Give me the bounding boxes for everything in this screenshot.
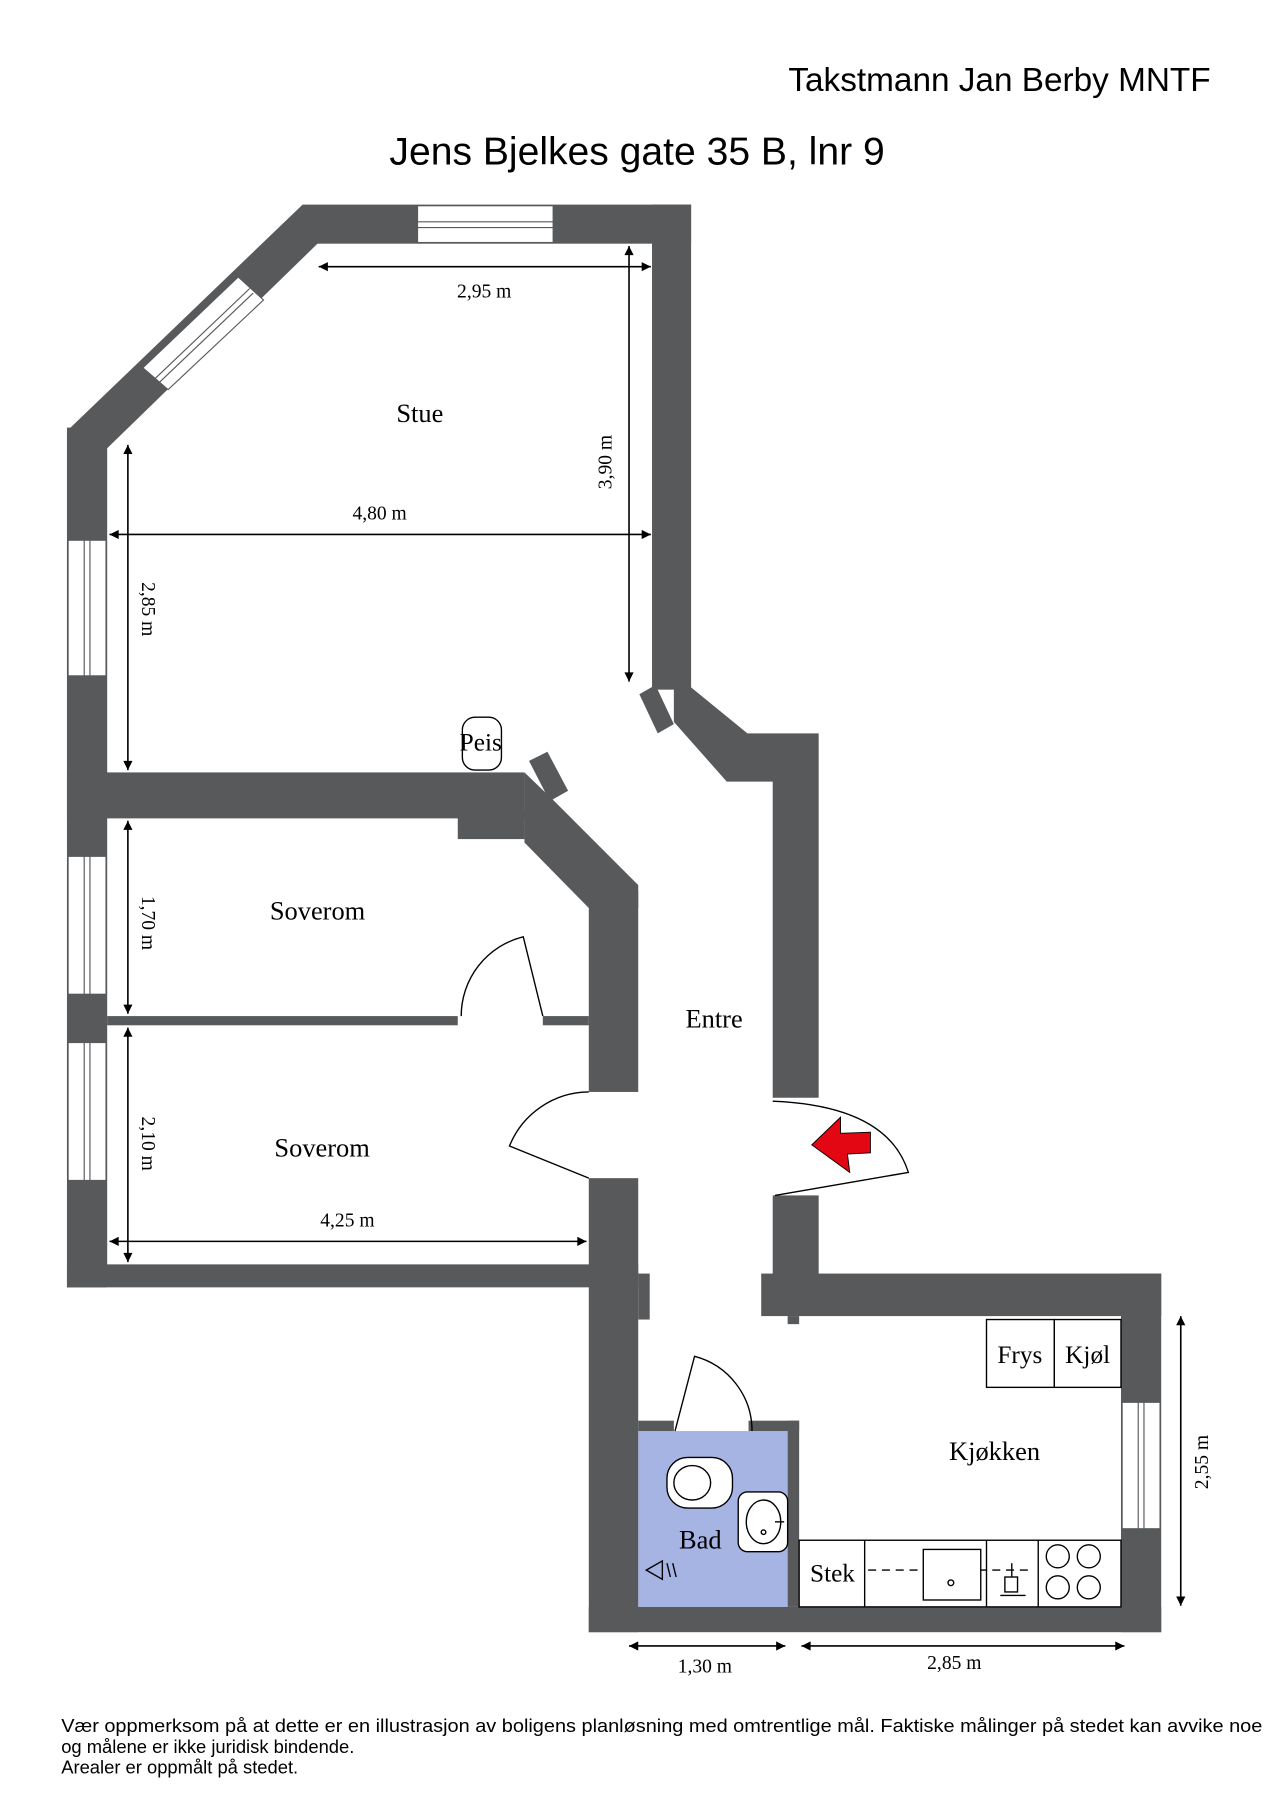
dimension-label-stue-width: 4,80 m [352, 504, 406, 525]
fixture-label-frys: Frys [997, 1341, 1042, 1369]
fireplace-icon [461, 716, 503, 771]
wall-stue-soverom [66, 772, 525, 819]
dimension-label-soverom-1-depth: 1,70 m [137, 896, 158, 950]
kitchen-sink-basin [922, 1548, 982, 1601]
wall-stue-soverom-block [457, 810, 525, 840]
fridge-cabinet [1053, 1318, 1122, 1389]
window-pane [1121, 1401, 1161, 1530]
door-soverom-2 [508, 1091, 590, 1179]
wall-soverom-divider-right [542, 1016, 589, 1026]
room-labels: Stue Soverom Soverom Entre Kjøkken Bad P… [270, 398, 1110, 1588]
washbasin-drain [760, 1529, 767, 1536]
wall-soverom-diagonal [524, 772, 639, 909]
wall-kitchen-north-stub [787, 1316, 800, 1325]
window-line [157, 292, 254, 385]
dimension-label-kjokken-width: 2,85 m [927, 1653, 981, 1674]
disclaimer-line-2: og målene er ikke juridisk bindende. [61, 1736, 354, 1757]
hob-ring [1045, 1575, 1070, 1600]
door-entrance [772, 1100, 910, 1197]
fixture-label-stek: Stek [810, 1560, 855, 1588]
window-soverom-1-west [67, 855, 107, 995]
shower-spray [672, 1563, 677, 1578]
disclaimer-line-3: Arealer er oppmålt på stedet. [61, 1757, 298, 1778]
door-bathroom [674, 1355, 753, 1432]
doors [460, 935, 910, 1432]
dimension-label-bad-width: 1,30 m [678, 1656, 732, 1677]
shower-icon [644, 1559, 677, 1581]
room-label-kjokken: Kjøkken [949, 1436, 1040, 1466]
toilet-icon [666, 1456, 734, 1509]
dishwasher-icon [1000, 1563, 1026, 1597]
wall-bathroom-north-left [638, 1420, 674, 1432]
dimension-label-kjokken-depth: 2,55 m [1192, 1435, 1213, 1489]
window-stue-west [67, 539, 107, 677]
room-label-soverom-2: Soverom [274, 1132, 370, 1162]
dimension-label-soverom-2-width: 4,25 m [320, 1210, 374, 1231]
dimension-label-stue-left: 2,85 m [137, 582, 158, 636]
toilet-bowl [673, 1464, 712, 1501]
toilet-body [666, 1456, 734, 1509]
shower-spray [666, 1563, 672, 1578]
hob-ring [1045, 1544, 1070, 1569]
wall-entre-west-upper [588, 890, 639, 1092]
dimension-label-stue-top: 2,95 m [457, 282, 511, 303]
wall-bathroom-east [787, 1420, 800, 1607]
fixture-label-peis: Peis [460, 729, 502, 757]
wall-kitchen-north [761, 1273, 1162, 1317]
shower-head [644, 1559, 664, 1581]
wall-entre-west-lower [588, 1178, 639, 1633]
window-north [416, 205, 554, 244]
entrance-arrow-icon [811, 1116, 871, 1174]
wall-south [588, 1606, 1162, 1633]
room-label-bad: Bad [679, 1524, 722, 1554]
window-pane [67, 855, 107, 995]
room-label-soverom-1: Soverom [270, 896, 366, 926]
kitchen-fixtures [798, 1318, 1122, 1608]
footer-disclaimer: Vær oppmerksom på at dette er en illustr… [61, 1715, 1262, 1777]
window-pane [67, 1041, 107, 1182]
wall-corridor-stub [638, 1273, 650, 1320]
bathroom-fixtures [644, 1456, 789, 1581]
disclaimer-line-1: Vær oppmerksom på at dette er en illustr… [61, 1715, 1262, 1736]
wall-bathroom-north-right [748, 1420, 800, 1432]
dimension-label-stue-right: 3,90 m [596, 435, 617, 489]
hob-ring [1076, 1544, 1101, 1569]
kitchen-sink-drain [947, 1579, 955, 1587]
wall-south-bedroom [66, 1264, 639, 1288]
cooktop-icon [1045, 1544, 1101, 1600]
wall-soverom-divider-left [107, 1016, 458, 1026]
window-pane [416, 205, 554, 244]
room-label-stue: Stue [396, 398, 443, 428]
wall-stue-west-jamb [529, 751, 569, 802]
fixture-label-kjol: Kjøl [1065, 1341, 1110, 1369]
wall-entre-east [673, 687, 819, 1098]
windows [67, 205, 1161, 1530]
dishwasher-symbol [1004, 1576, 1019, 1593]
window-line [153, 288, 251, 380]
wall-entre-east-lower [772, 1195, 819, 1276]
window-soverom-2-west [67, 1041, 107, 1182]
wall-stue-east [652, 204, 692, 690]
washbasin-icon [737, 1491, 789, 1553]
address-title: Jens Bjelkes gate 35 B, lnr 9 [389, 130, 884, 173]
dimension-lines: 2,95 m 3,90 m 4,80 m 2,85 m 1,70 m 2,10 … [109, 245, 1213, 1677]
window-kitchen-east [1121, 1401, 1161, 1530]
dimension-label-soverom-2-depth: 2,10 m [137, 1117, 158, 1171]
room-label-entre: Entre [685, 1004, 742, 1034]
window-pane [67, 539, 107, 677]
door-soverom-1 [460, 935, 544, 1017]
hob-ring [1076, 1575, 1101, 1600]
kitchen-sink-icon [922, 1548, 982, 1601]
window-northwest [141, 276, 265, 391]
wall-stue-east-jamb [639, 685, 674, 734]
company-name: Takstmann Jan Berby MNTF [788, 62, 1210, 99]
